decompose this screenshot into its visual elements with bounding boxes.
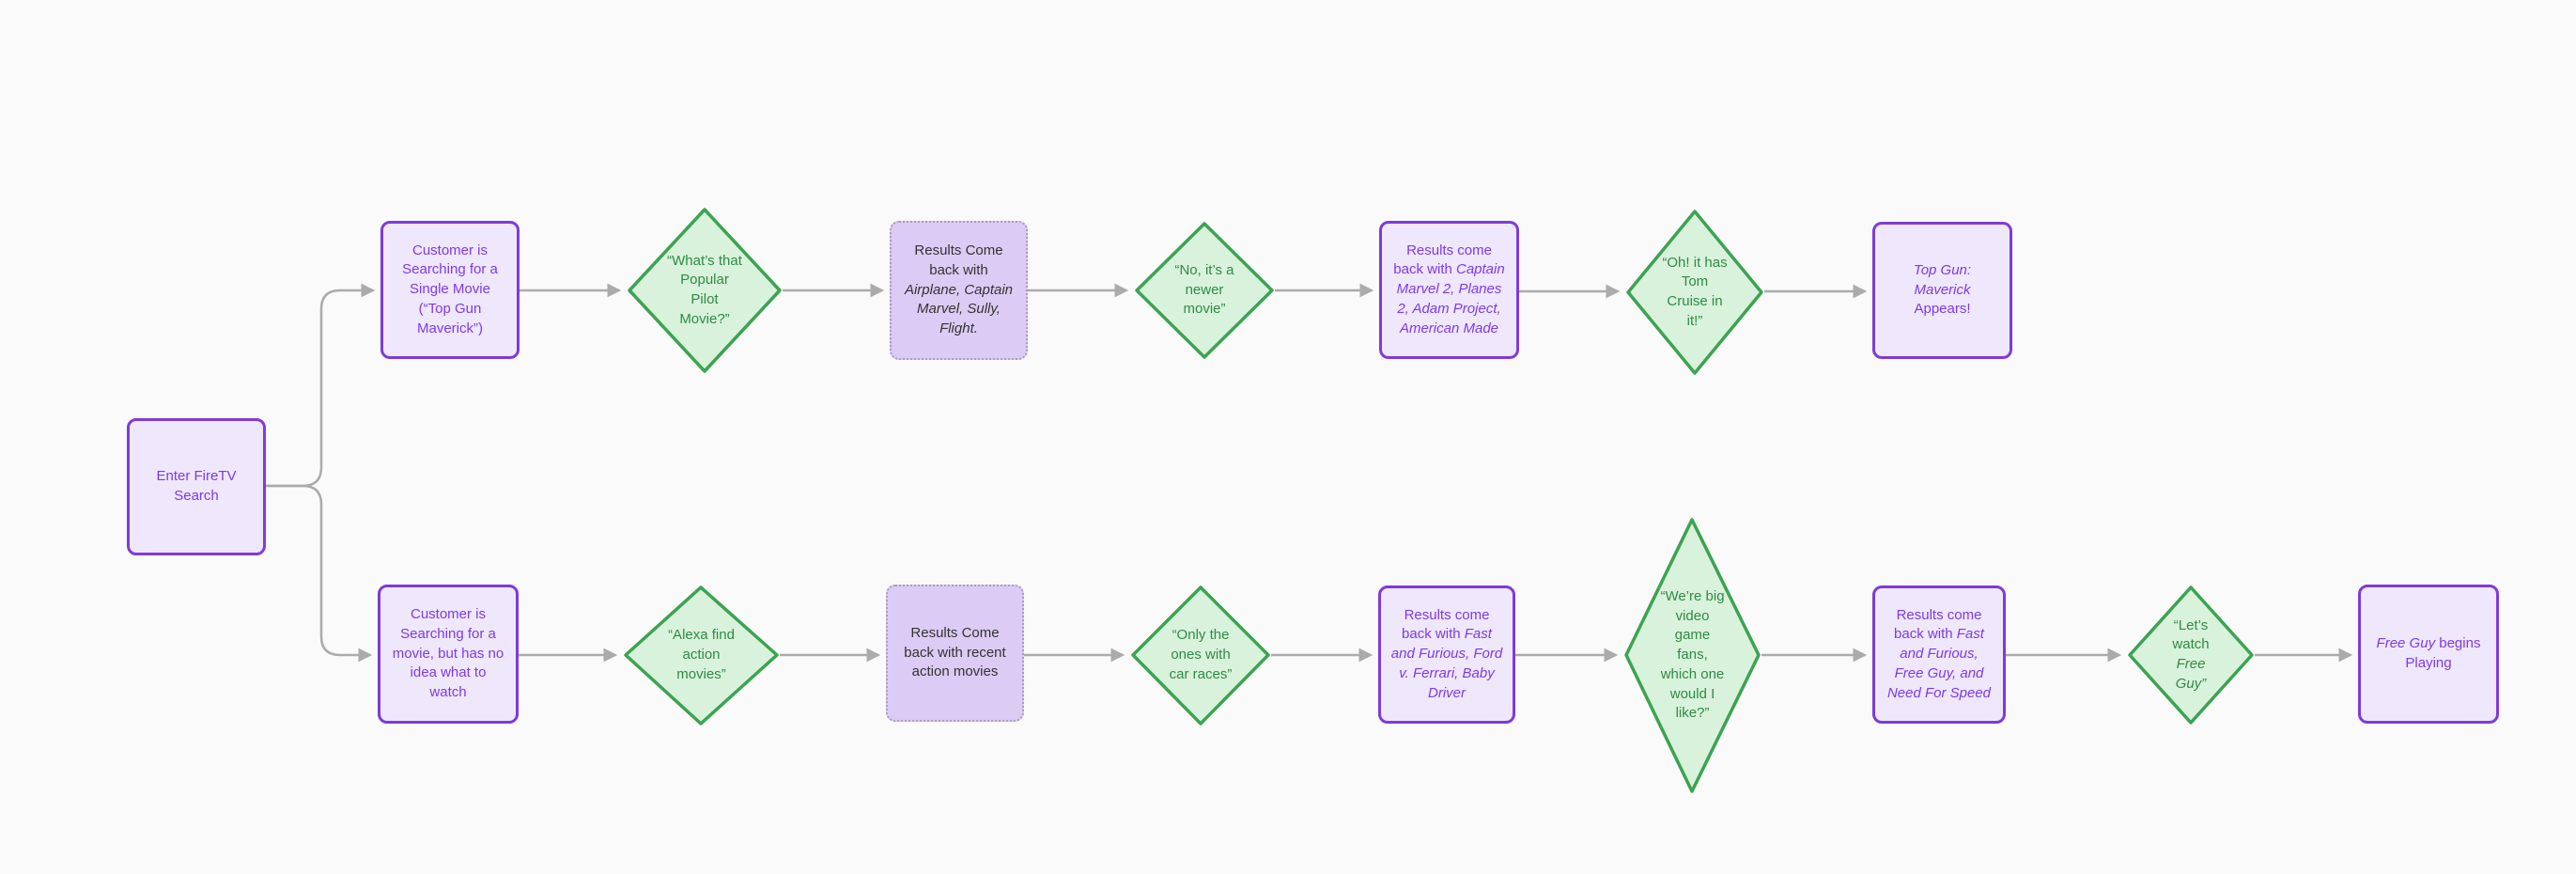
node-decision-newer-movie: “No, it’s a newer movie” <box>1134 221 1275 360</box>
node-label: Results come back with Fast and Furious,… <box>1390 606 1503 701</box>
node-label: “What’s that Popular Pilot Movie?” <box>667 252 742 327</box>
node-label: “Alexa find action movies” <box>668 627 735 682</box>
edge-start-to-no-idea <box>266 484 373 663</box>
node-label: Results come back with Captain Marvel 2,… <box>1393 242 1505 336</box>
edge-start-to-single-movie <box>266 283 376 488</box>
node-results-captain-marvel-2-list: Results come back with Captain Marvel 2,… <box>1379 221 1519 359</box>
diamond-shape-icon <box>1626 210 1763 375</box>
node-decision-video-game-fans: “We’re big video game fans, which one wo… <box>1623 517 1761 794</box>
diamond-shape-icon <box>624 585 779 726</box>
node-results-airplane-list: Results Come back with Airplane, Captain… <box>890 221 1028 360</box>
diamond-shape-icon <box>1135 222 1274 359</box>
node-decision-pilot-movie: “What’s that Popular Pilot Movie?” <box>627 207 783 374</box>
node-enter-firetv-search: Enter FireTV Search <box>127 418 266 555</box>
diamond-shape-icon <box>1624 518 1761 793</box>
node-free-guy-begins-playing: Free Guy begins Playing <box>2358 585 2499 724</box>
node-label: Results come back with Fast and Furious,… <box>1886 606 1992 701</box>
node-label: Results Come back with Airplane, Captain… <box>904 242 1014 337</box>
node-label: Enter FireTV Search <box>156 468 237 504</box>
diamond-shape-icon <box>2128 585 2254 725</box>
node-results-recent-action-movies: Results Come back with recent action mov… <box>886 585 1024 722</box>
node-results-ford-v-ferrari-list: Results come back with Fast and Furious,… <box>1378 585 1515 724</box>
node-label: “No, it’s a newer movie” <box>1174 261 1234 318</box>
node-label: “Let’s watch Free Guy” <box>2172 616 2210 692</box>
node-label: “Oh! it has Tom Cruise in it!” <box>1662 254 1728 329</box>
node-decision-lets-watch-free-guy: “Let’s watch Free Guy” <box>2127 585 2255 726</box>
node-decision-tom-cruise: “Oh! it has Tom Cruise in it!” <box>1625 209 1764 376</box>
node-label: Top Gun: Maverick Appears! <box>1913 261 1972 318</box>
diamond-shape-icon <box>628 208 782 373</box>
node-search-no-idea: Customer is Searching for a movie, but h… <box>378 585 519 724</box>
node-label: Free Guy begins Playing <box>2376 635 2481 671</box>
node-label: Results Come back with recent action mov… <box>904 624 1006 680</box>
node-decision-alexa-action-movies: “Alexa find action movies” <box>623 585 780 726</box>
node-search-single-movie: Customer is Searching for a Single Movie… <box>380 221 520 359</box>
node-label: Customer is Searching for a Single Movie… <box>402 242 498 336</box>
node-results-free-guy-list: Results come back with Fast and Furious,… <box>1872 585 2006 724</box>
node-top-gun-maverick-appears: Top Gun: Maverick Appears! <box>1872 222 2012 359</box>
node-label: “Only the ones with car races” <box>1169 627 1233 682</box>
diamond-shape-icon <box>1131 585 1270 726</box>
node-label: Customer is Searching for a movie, but h… <box>392 606 504 701</box>
node-label: “We’re big video game fans, which one wo… <box>1660 588 1725 722</box>
node-decision-car-races: “Only the ones with car races” <box>1130 585 1271 726</box>
